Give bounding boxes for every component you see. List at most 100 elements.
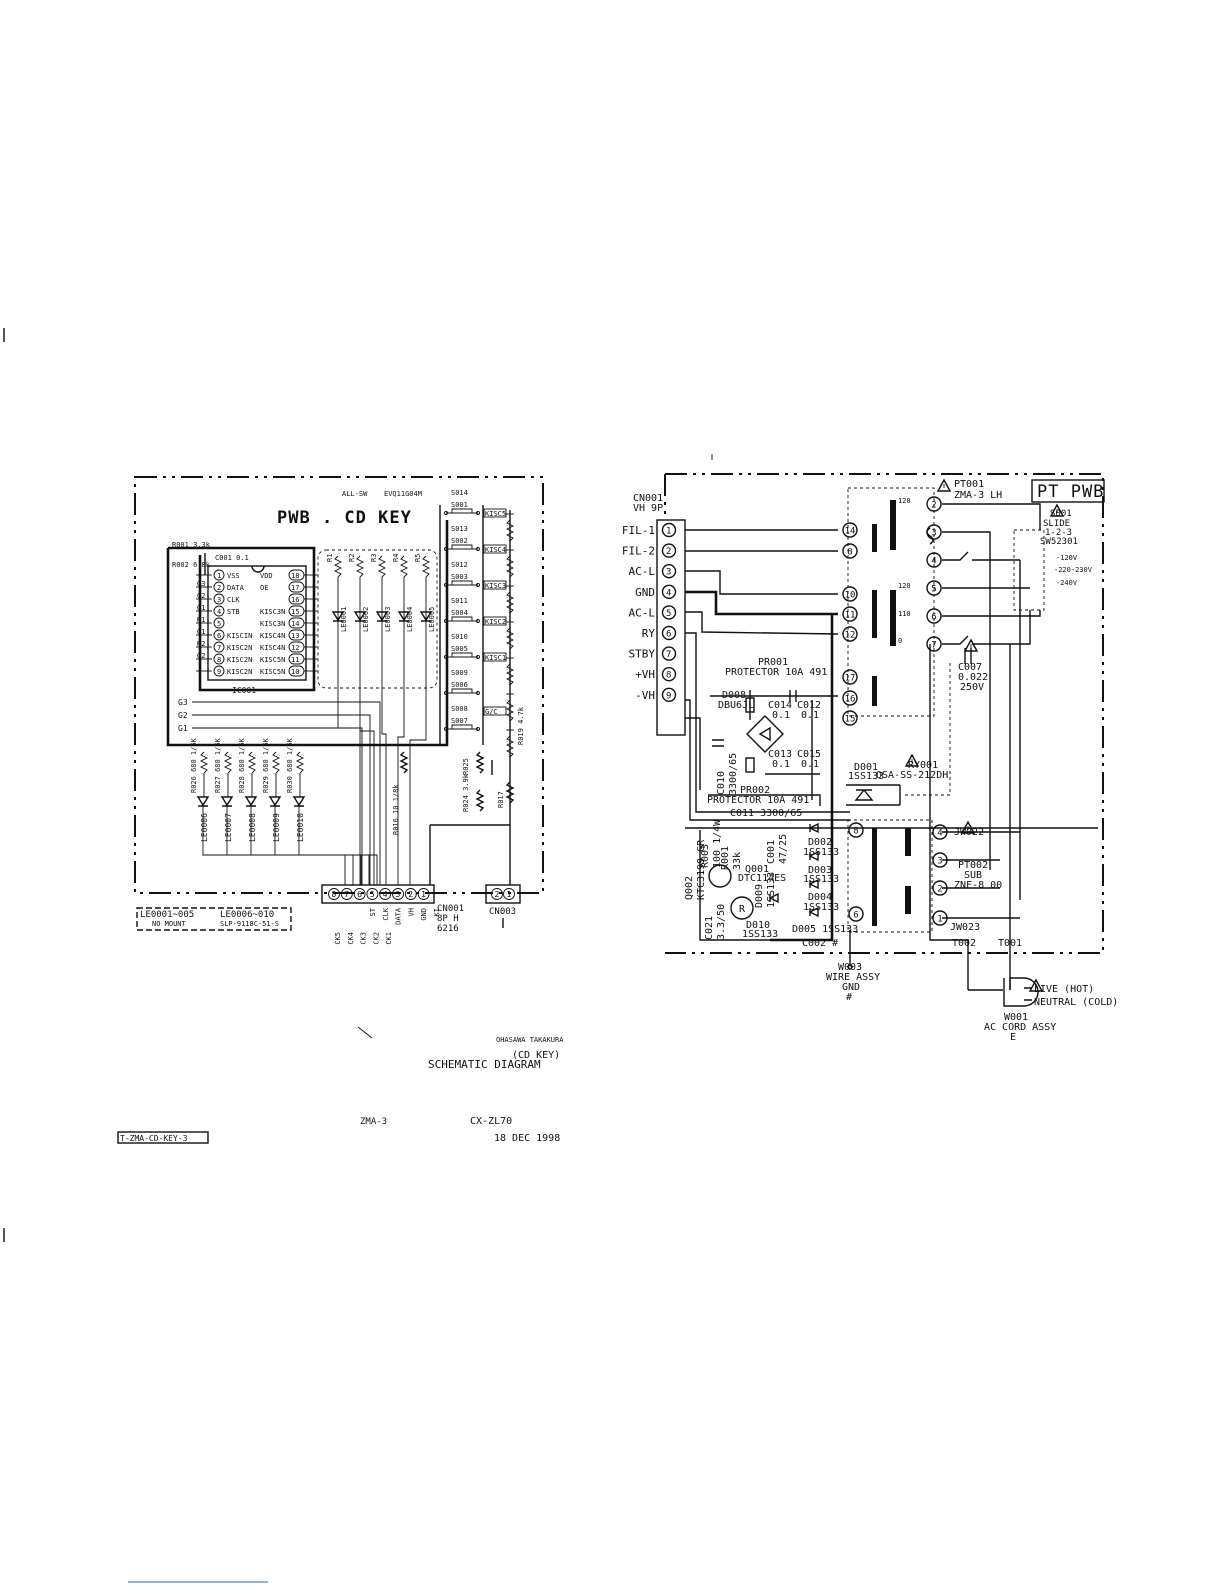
bottom-resistor xyxy=(271,751,281,797)
led-bottom-icon xyxy=(220,796,234,807)
pr002-value: PROTECTOR 10A 491 xyxy=(707,795,809,806)
warning-triangle-icon xyxy=(1028,978,1044,992)
pt001-tap xyxy=(842,690,858,706)
pt001-tap-number: 10 xyxy=(845,591,856,601)
ic-pin-number: 13 xyxy=(291,632,299,640)
top-resistor-label: R3 xyxy=(370,554,378,562)
cn001-pin-number: 2 xyxy=(408,890,413,899)
c021-label: C021 xyxy=(704,916,715,940)
drawing-date: 18 DEC 1998 xyxy=(494,1133,560,1144)
pr002-label: PR002 xyxy=(740,785,770,796)
pt001-core xyxy=(890,500,896,550)
board-title: PWB . CD KEY xyxy=(277,508,412,528)
ic-pin-marker xyxy=(213,593,225,605)
pt001-tap xyxy=(926,496,942,512)
ic-pin-label: VSS xyxy=(227,572,240,580)
pt001-core xyxy=(872,590,877,638)
pt-cn001-pin-number: 2 xyxy=(666,547,671,557)
c015-value: 0.1 xyxy=(801,759,819,770)
ic-pin-number: 1 xyxy=(217,572,221,580)
d009-part: 1SS133 xyxy=(766,872,777,908)
misc-resistors: R016 10 1/8k R025 R024 3.9k R017 R019 4.… xyxy=(392,706,525,885)
pt002-part: ZNF-8 00 xyxy=(954,880,1002,891)
d008-label: D008 xyxy=(722,690,746,701)
pt-cn001-type: VH 9P xyxy=(633,503,663,514)
acl2-wire xyxy=(685,611,839,635)
cn001-pin-name: VH xyxy=(407,908,415,916)
w003-terminal xyxy=(847,964,853,970)
diode-icon xyxy=(808,850,819,862)
pt-cn001-pin-label: -VH xyxy=(635,689,655,702)
pt-cn001-pin xyxy=(661,584,677,599)
diagram-title: SCHEMATIC DIAGRAM xyxy=(428,1058,541,1071)
ic-pin-marker xyxy=(213,617,225,629)
primary-switch-wire xyxy=(942,551,1020,561)
ic001-notch xyxy=(251,565,265,573)
key-label-box xyxy=(483,580,507,590)
g-line-label: G2 xyxy=(178,711,188,720)
cn003-pin xyxy=(491,888,503,900)
pt-cn001-pin-label: FIL-2 xyxy=(622,545,655,558)
top-resistor xyxy=(355,555,365,660)
cn001-pin-name: KI xyxy=(433,908,441,916)
key-label: KISC2 xyxy=(485,618,506,626)
relay-link xyxy=(905,660,951,796)
pt-title-box xyxy=(1031,479,1105,503)
pt001-core xyxy=(872,676,877,706)
w001-label: W001 xyxy=(1004,1012,1028,1023)
cn001-body xyxy=(321,884,435,904)
w001-sub: E xyxy=(1010,1032,1016,1043)
switch-node xyxy=(476,583,480,587)
led-bottom-wire xyxy=(226,806,354,885)
key-label: KISC1 xyxy=(485,654,506,662)
pt002-tap xyxy=(848,822,864,838)
pt001-tap xyxy=(926,580,942,596)
r016-symbol xyxy=(399,751,409,774)
res-to-cn xyxy=(429,824,480,885)
key-label: KISC4 xyxy=(485,546,506,554)
ic-pin-label: DATA xyxy=(227,584,245,592)
warning-triangle-icon xyxy=(1049,503,1065,517)
bottom-resistor xyxy=(247,751,257,797)
pt-cn001-pin xyxy=(661,625,677,641)
g-inner-label: G1 xyxy=(197,628,205,636)
r024-label: R024 3.9k xyxy=(462,773,470,812)
key-label-box xyxy=(483,652,507,662)
ic-pin-number: 5 xyxy=(217,620,221,628)
q001-label: Q001 xyxy=(745,864,769,875)
pt001-tap-number: 12 xyxy=(845,631,856,641)
c010-value: 3300/65 xyxy=(728,753,739,795)
pt-cn001-pin xyxy=(661,687,677,702)
ladder-resistor xyxy=(505,699,515,722)
switch-symbol xyxy=(446,724,478,730)
pt001-label: PT001 xyxy=(954,479,984,490)
switch-label: S010 xyxy=(451,633,468,641)
ic-pin-number: 2 xyxy=(217,584,221,592)
pt-cn001-pin xyxy=(661,605,677,620)
switch-node xyxy=(444,547,448,551)
g-line-label: G1 xyxy=(178,724,188,733)
pt001-tap-number: 3 xyxy=(931,529,936,539)
ladder-resistor xyxy=(505,519,515,542)
top-resistor-label: R1 xyxy=(326,554,334,562)
d003-part: 1SS133 xyxy=(803,874,839,885)
pt001: PT001 ZMA-3 LH 120 120 110 0 xyxy=(847,479,1002,717)
gnd-wire xyxy=(685,590,838,616)
c012-value: 0.1 xyxy=(801,710,819,721)
pt-cn001-pin-label: AC-L xyxy=(629,606,656,619)
bottom-resistor-label: R029 680 1/6K xyxy=(262,737,270,793)
c013-wire xyxy=(765,700,820,800)
ic-pin-number: 17 xyxy=(291,584,299,592)
q001-letter: R xyxy=(739,904,746,915)
pt-cn001-pin-number: 7 xyxy=(666,650,671,660)
pt001-tap-number: 5 xyxy=(931,585,936,595)
ry001-label: RY001 xyxy=(908,760,938,771)
pt-title: PT PWB xyxy=(1037,482,1104,502)
switch-label: S007 xyxy=(451,717,468,725)
note-b-sub: SLP-9118C-51-S xyxy=(220,920,279,928)
bottom-resistor-label: R026 680 1/6K xyxy=(190,737,198,793)
switch-node xyxy=(476,691,480,695)
c010-symbol xyxy=(712,739,724,747)
d004-part: 1SS133 xyxy=(803,902,839,913)
